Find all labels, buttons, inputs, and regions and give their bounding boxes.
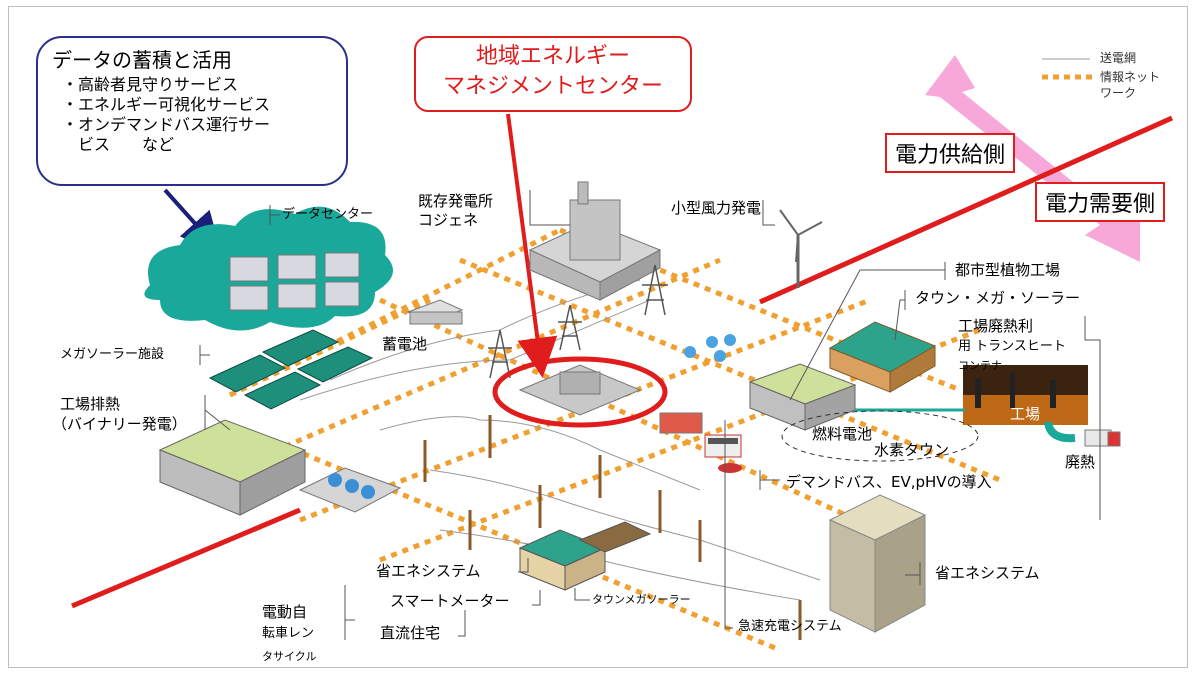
- town-mega-solar-label: タウンメガソーラー: [592, 593, 691, 606]
- plant-factory-label: 都市型植物工場: [955, 261, 1061, 279]
- heat-transfer-arrow: [1044, 421, 1076, 443]
- legend-info-label-2: ワーク: [1100, 86, 1137, 100]
- ebike-rental-station: [298, 467, 402, 513]
- waste-heat-label-3: コンテナ: [958, 359, 1002, 372]
- energy-system-right-label: 省エネシステム: [935, 564, 1040, 582]
- smart-meter-label: スマートメーター: [390, 592, 510, 610]
- tall-office-building: [828, 494, 927, 633]
- data-center-label: データセンター: [282, 207, 374, 222]
- info-network: [228, 227, 1001, 653]
- dc-house-label: 直流住宅: [380, 624, 441, 642]
- factory-night-photo: [963, 365, 1088, 425]
- factory-heat-label-2: （バイナリー発電）: [52, 415, 187, 433]
- town-mega-solar-building: [828, 321, 937, 393]
- data-center-cloud: [144, 206, 393, 331]
- data-box-item: ・エネルギー可視化サービス: [62, 95, 271, 114]
- utility-poles: [423, 415, 802, 640]
- center-box-line2: マネジメントセンター: [442, 73, 663, 99]
- existing-power-plant: [528, 181, 662, 301]
- wind-turbine: [779, 209, 823, 288]
- data-box-item: ・高齢者見守りサービス: [62, 75, 239, 94]
- heat-truck: [1084, 429, 1121, 447]
- data-box-title: データの蓄積と活用: [52, 48, 232, 72]
- storage-label: 蓄電池: [382, 335, 428, 353]
- energy-system-left-label: 省エネシステム: [376, 562, 481, 580]
- waste-heat-label-2: 用 トランスヒート: [958, 339, 1066, 354]
- legend-grid-label: 送電網: [1100, 51, 1137, 65]
- demand-bus-label: デマンドバス、EV,pHVの導入: [786, 473, 992, 491]
- factory-heat-label-1: 工場排熱: [60, 395, 121, 413]
- existing-plant-label-1: 既存発電所: [418, 192, 494, 210]
- ebike-label-3: タサイクル: [262, 650, 317, 663]
- wind-label: 小型風力発電: [671, 199, 762, 217]
- ebike-label-2: 転車レン: [262, 626, 315, 641]
- data-utilization-box: データの蓄積と活用 ・高齢者見守りサービス ・エネルギー可視化サービス ・オンデ…: [36, 36, 348, 186]
- town-solar-label: タウン・メガ・ソーラー: [915, 289, 1081, 307]
- energy-center-box: 地域エネルギー マネジメントセンター: [414, 36, 692, 112]
- red-box-structure: [659, 412, 703, 434]
- center-highlight-ring: [492, 356, 668, 428]
- center-pointer-arrow: [506, 113, 558, 378]
- factory-building-left: [158, 419, 307, 516]
- energy-management-center: [518, 364, 642, 416]
- hydrogen-town-area: [781, 410, 979, 462]
- ebike-label-1: 電動自: [262, 603, 308, 621]
- fuel-cell-label: 燃料電池: [812, 425, 873, 443]
- data-box-item: ・オンデマンドバス運行サー: [62, 115, 271, 134]
- leader-lines: [199, 190, 1101, 640]
- demand-side-box: 電力需要側: [1035, 182, 1166, 222]
- center-box-line1: 地域エネルギー: [475, 44, 630, 69]
- storage-battery: [406, 299, 464, 325]
- hydrogen-town-label: 水素タウン: [874, 441, 950, 459]
- street-lamps: [684, 334, 736, 362]
- data-box-item: ビス など: [62, 135, 175, 154]
- plant-factory: [748, 363, 857, 431]
- transmission-towers: [488, 264, 668, 379]
- existing-plant-label-2: コジェネ: [418, 211, 479, 229]
- supply-side-box: 電力供給側: [885, 133, 1016, 173]
- supply-demand-divider-left: [71, 507, 301, 609]
- mega-solar-label: メガソーラー施設: [60, 347, 165, 362]
- rapid-charge-label: 急速充電システム: [738, 619, 842, 634]
- waste-heat-end-label: 廃熱: [1065, 453, 1096, 471]
- demand-bus: [704, 434, 742, 473]
- smart-house: [518, 521, 652, 591]
- waste-heat-label-1: 工場廃熱利: [958, 317, 1034, 335]
- supply-demand-divider-right: [758, 115, 1174, 305]
- legend-info-label-1: 情報ネット: [1100, 70, 1161, 84]
- factory-label: 工場: [1010, 405, 1041, 423]
- mega-solar-panels: [208, 329, 374, 410]
- diagram-frame: [8, 6, 1188, 668]
